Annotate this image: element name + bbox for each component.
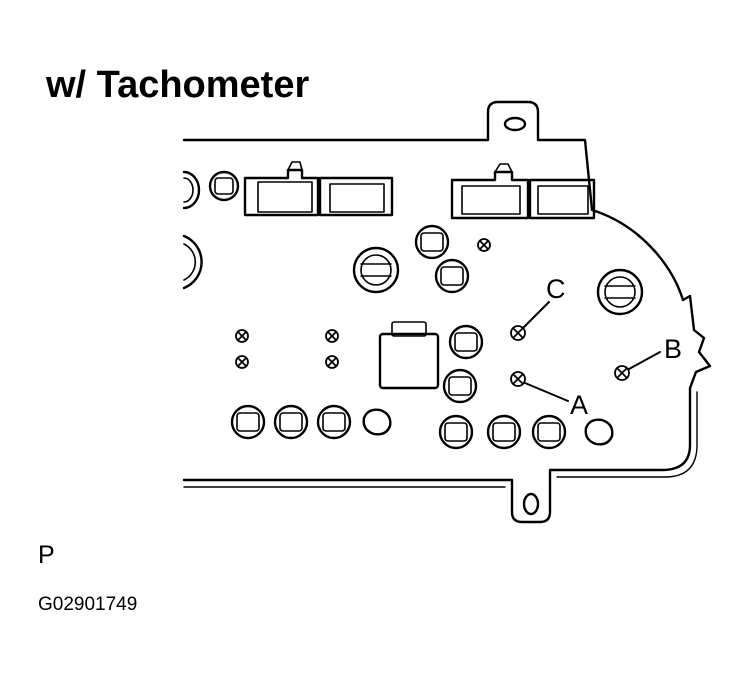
leader-line-a: [524, 382, 569, 402]
bulb-socket: [230, 404, 266, 440]
figure-code: G02901749: [38, 594, 138, 615]
bulb-socket: [438, 414, 474, 450]
bulb-socket-left-mid: [182, 234, 203, 290]
screw-a: [510, 371, 526, 387]
bulb-socket: [448, 324, 484, 360]
screw: [325, 355, 339, 369]
board-inner-edge: [183, 391, 698, 488]
bulb-socket-small: [208, 170, 240, 202]
screw: [477, 238, 491, 252]
circuit-board-outline: [182, 100, 712, 524]
bulb-socket: [434, 258, 470, 294]
bulb-socket: [486, 414, 522, 450]
bulb-socket: [316, 404, 352, 440]
screw-b: [614, 365, 630, 381]
bulb-socket-left-top: [182, 170, 201, 210]
bulb-socket-left-top-inner: [183, 177, 194, 203]
oval-socket: [362, 408, 392, 436]
callout-label-c: C: [546, 274, 566, 304]
bulb-socket: [442, 368, 478, 404]
screw: [235, 355, 249, 369]
bottom-mounting-hole: [522, 492, 540, 516]
oval-socket: [584, 418, 614, 446]
top-mounting-hole: [503, 116, 527, 132]
right-connector: [450, 163, 596, 220]
bulb-socket: [531, 414, 567, 450]
screw: [325, 329, 339, 343]
screw-c: [510, 325, 526, 341]
bulb-socket-large-right: [596, 268, 644, 316]
bulb-socket: [273, 404, 309, 440]
rectangular-component: [378, 321, 440, 390]
screw: [235, 329, 249, 343]
leader-line-c: [523, 301, 550, 328]
left-connector: [243, 161, 394, 217]
bulb-socket: [414, 224, 450, 260]
corner-letter: P: [38, 541, 55, 569]
callout-label-b: B: [664, 334, 682, 364]
diagram-title: w/ Tachometer: [46, 64, 310, 106]
callout-label-a: A: [570, 390, 588, 420]
bulb-socket-left-mid-inner: [183, 243, 197, 281]
bulb-socket-large-center: [352, 246, 400, 294]
leader-line-b: [628, 351, 661, 370]
